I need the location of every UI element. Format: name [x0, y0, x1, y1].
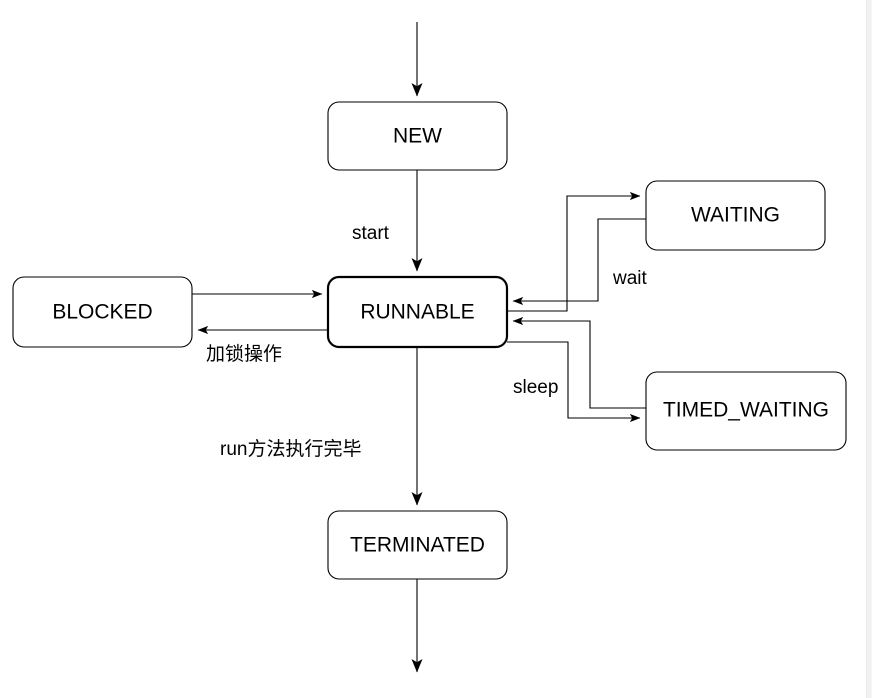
node-terminated-label: TERMINATED	[350, 534, 485, 557]
node-timed-waiting-label: TIMED_WAITING	[663, 399, 829, 422]
edge-runnable-to-waiting	[507, 191, 641, 312]
edge-label-run-finished: run方法执行完毕	[220, 438, 361, 460]
edge-label-lock-operation: 加锁操作	[206, 343, 282, 365]
page-right-edge-divider	[866, 0, 872, 698]
edge-label-start: start	[352, 223, 390, 244]
edge-label-wait: wait	[612, 268, 648, 289]
node-new[interactable]: NEW	[327, 101, 508, 171]
edge-timedwaiting-to-runnable	[512, 316, 646, 409]
node-waiting-label: WAITING	[691, 204, 780, 227]
edge-runnable-to-timedwaiting	[507, 341, 641, 423]
node-new-label: NEW	[393, 125, 442, 148]
node-blocked[interactable]: BLOCKED	[12, 276, 193, 348]
node-blocked-label: BLOCKED	[52, 301, 152, 324]
node-timed-waiting-box	[645, 371, 847, 451]
node-blocked-box	[12, 276, 193, 348]
node-waiting[interactable]: WAITING	[645, 180, 826, 251]
node-terminated-box	[327, 510, 508, 580]
edge-waiting-to-runnable	[512, 218, 646, 306]
node-waiting-box	[645, 180, 826, 251]
node-terminated[interactable]: TERMINATED	[327, 510, 508, 580]
node-runnable-label: RUNNABLE	[360, 301, 474, 324]
node-new-box	[327, 101, 508, 171]
node-runnable[interactable]: RUNNABLE	[326, 275, 509, 349]
node-runnable-box	[326, 275, 509, 349]
node-timed-waiting[interactable]: TIMED_WAITING	[645, 371, 847, 451]
edge-label-sleep: sleep	[513, 377, 558, 398]
